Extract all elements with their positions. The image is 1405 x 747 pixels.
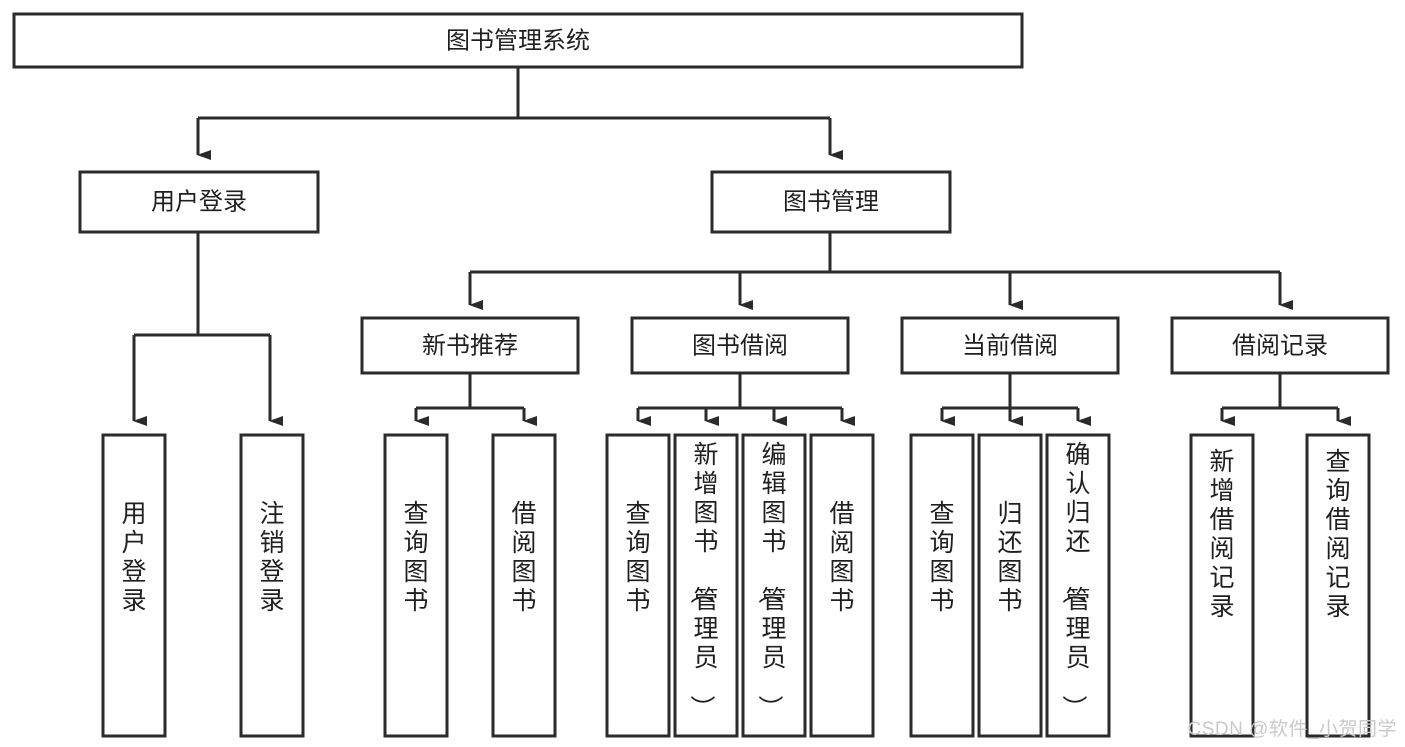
leaf-query-book-3-box[interactable]: [909, 433, 975, 738]
node-new-book-recommend-label: 新书推荐: [422, 332, 518, 359]
node-root-box[interactable]: [12, 12, 1024, 69]
node-book-manage[interactable]: 图书管理: [710, 170, 952, 234]
node-user-login-box[interactable]: [78, 170, 320, 234]
leaf-query-book-2-box[interactable]: [605, 433, 671, 738]
leaf-edit-book-admin-label: 编辑图书（管理员）: [755, 441, 786, 720]
node-current-borrow-box[interactable]: [900, 316, 1120, 375]
node-new-book-recommend[interactable]: 新书推荐: [360, 316, 580, 375]
leaf-borrow-book-1-label: 借阅图书: [511, 500, 536, 615]
leaf-confirm-return-admin-label: 确认归还（管理员）: [1059, 441, 1090, 720]
leaf-query-book-1-label: 查询图书: [403, 500, 428, 615]
leaf-return-book-label: 归还图书: [997, 500, 1022, 615]
node-book-manage-label: 图书管理: [783, 188, 879, 215]
leaf-query-book-2[interactable]: 查询图书: [605, 433, 671, 738]
leaf-query-borrow-record-label: 查询借阅记录: [1325, 448, 1350, 621]
node-user-login[interactable]: 用户登录: [78, 170, 320, 234]
leaf-user-login-label: 用户登录: [121, 500, 146, 615]
node-book-borrow-label: 图书借阅: [692, 332, 788, 359]
leaf-return-book[interactable]: 归还图书: [977, 433, 1043, 738]
leaf-user-login-box[interactable]: [101, 433, 167, 738]
node-borrow-record-label: 借阅记录: [1232, 332, 1328, 359]
leaf-edit-book-admin[interactable]: 编辑图书（管理员）: [741, 433, 807, 738]
leaf-user-logout[interactable]: 注销登录: [239, 433, 305, 738]
leaf-add-book-admin-label: 新增图书（管理员）: [687, 441, 718, 720]
csdn-watermark: CSDN @软件_小贺同学: [1187, 719, 1397, 740]
leaf-add-borrow-record[interactable]: 新增借阅记录: [1189, 433, 1255, 738]
leaf-query-borrow-record[interactable]: 查询借阅记录: [1305, 433, 1371, 738]
leaf-query-book-3[interactable]: 查询图书: [909, 433, 975, 738]
leaf-query-book-1[interactable]: 查询图书: [383, 433, 449, 738]
leaf-user-logout-box[interactable]: [239, 433, 305, 738]
leaf-return-book-box[interactable]: [977, 433, 1043, 738]
node-book-manage-box[interactable]: [710, 170, 952, 234]
leaf-confirm-return-admin[interactable]: 确认归还（管理员）: [1045, 433, 1111, 738]
leaf-borrow-book-1[interactable]: 借阅图书: [491, 433, 557, 738]
node-current-borrow-label: 当前借阅: [962, 332, 1058, 359]
leaf-query-book-3-label: 查询图书: [929, 500, 954, 615]
leaf-user-logout-label: 注销登录: [259, 500, 284, 615]
leaf-borrow-book-2-box[interactable]: [809, 433, 875, 738]
leaf-add-book-admin-box[interactable]: [673, 433, 739, 738]
leaf-add-borrow-record-box[interactable]: [1189, 433, 1255, 738]
node-borrow-record[interactable]: 借阅记录: [1170, 316, 1390, 375]
leaf-query-borrow-record-box[interactable]: [1305, 433, 1371, 738]
leaf-edit-book-admin-box[interactable]: [741, 433, 807, 738]
node-book-borrow-box[interactable]: [630, 316, 850, 375]
leaf-query-book-2-label: 查询图书: [625, 500, 650, 615]
leaf-user-login[interactable]: 用户登录: [101, 433, 167, 738]
node-root-label: 图书管理系统: [446, 27, 590, 54]
node-user-login-label: 用户登录: [151, 188, 247, 215]
node-current-borrow[interactable]: 当前借阅: [900, 316, 1120, 375]
leaf-borrow-book-2-label: 借阅图书: [829, 500, 854, 615]
node-new-book-recommend-box[interactable]: [360, 316, 580, 375]
leaf-borrow-book-2[interactable]: 借阅图书: [809, 433, 875, 738]
leaf-query-book-1-box[interactable]: [383, 433, 449, 738]
leaf-add-book-admin[interactable]: 新增图书（管理员）: [673, 433, 739, 738]
node-borrow-record-box[interactable]: [1170, 316, 1390, 375]
leaf-add-borrow-record-label: 新增借阅记录: [1209, 448, 1234, 621]
leaf-borrow-book-1-box[interactable]: [491, 433, 557, 738]
node-root[interactable]: 图书管理系统: [12, 12, 1024, 69]
leaf-confirm-return-admin-box[interactable]: [1045, 433, 1111, 738]
edge-layer: [132, 67, 1351, 426]
node-book-borrow[interactable]: 图书借阅: [630, 316, 850, 375]
